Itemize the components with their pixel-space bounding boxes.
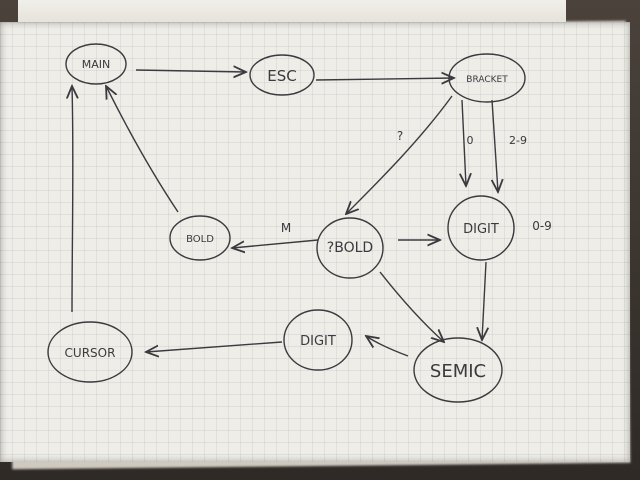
node-main xyxy=(65,43,127,85)
edge-esc-bracket xyxy=(315,78,454,80)
nodes xyxy=(47,43,526,403)
node-qbold xyxy=(316,217,384,279)
edge-digit2-cursor xyxy=(146,341,283,352)
node-label-cursor: CURSOR xyxy=(65,346,116,360)
edge-bracket-qbold xyxy=(346,95,453,214)
edge-qbold-bold xyxy=(232,239,319,248)
edge-bold-main xyxy=(106,86,179,213)
node-semic xyxy=(413,337,503,403)
edge-bracket-digit-2-9 xyxy=(492,99,498,192)
node-digit2 xyxy=(283,309,353,371)
edge-bracket-digit-0 xyxy=(462,99,466,186)
edge-digit-semic xyxy=(482,261,486,340)
node-label-esc: ESC xyxy=(267,67,296,85)
edge-qbold-semic xyxy=(379,271,444,342)
node-bold xyxy=(169,215,231,261)
edge-main-esc xyxy=(135,70,246,72)
node-label-digit2: DIGIT xyxy=(300,334,336,349)
edge-label-question: ? xyxy=(397,129,403,143)
edge-label-zero: 0 xyxy=(467,134,474,147)
node-label-semic: SEMIC xyxy=(430,361,486,382)
node-labels: MAIN ESC BRACKET ?BOLD DIGIT BOLD SEMIC … xyxy=(65,58,509,382)
node-label-digit1: DIGIT xyxy=(463,222,499,237)
node-digit1 xyxy=(447,195,515,261)
node-label-bold: BOLD xyxy=(186,234,214,245)
node-label-bracket: BRACKET xyxy=(466,75,508,85)
edge-semic-digit2 xyxy=(366,336,409,357)
node-label-qbold: ?BOLD xyxy=(327,240,373,256)
node-label-main: MAIN xyxy=(82,58,111,71)
node-cursor xyxy=(47,321,133,383)
edge-cursor-main xyxy=(72,86,73,313)
edge-label-m: M xyxy=(281,221,291,235)
annotation-digit-range: 0-9 xyxy=(532,219,552,233)
node-bracket xyxy=(448,53,526,103)
node-esc xyxy=(249,54,315,96)
edges xyxy=(72,70,498,356)
edge-label-two-nine: 2-9 xyxy=(509,134,527,147)
edge-labels: ? 0 2-9 M 0-9 xyxy=(281,129,552,235)
